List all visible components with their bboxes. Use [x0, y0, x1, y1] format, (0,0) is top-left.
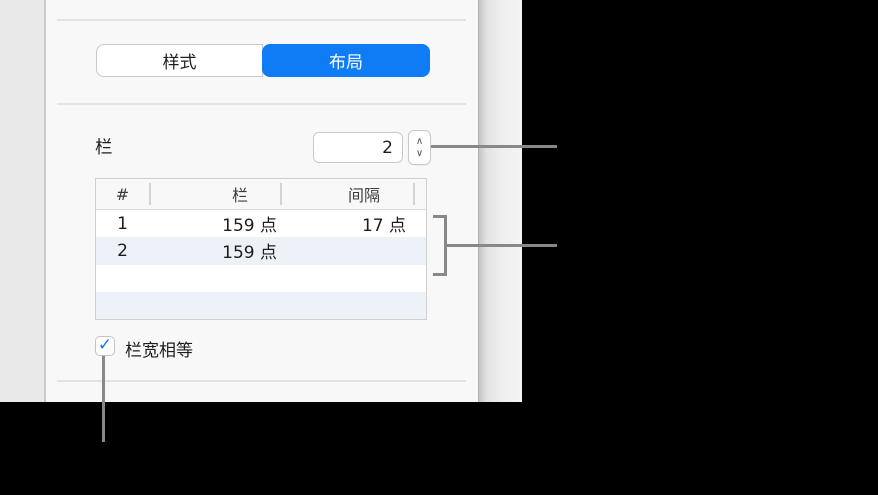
- divider-bottom: [57, 380, 466, 382]
- inspector-tab-bar: 样式 布局: [96, 44, 430, 77]
- columns-table-header: # 栏 间隔: [96, 179, 426, 210]
- equal-column-width-checkbox[interactable]: ✓: [95, 336, 115, 356]
- columns-count-input[interactable]: [313, 132, 403, 163]
- format-inspector-panel: 样式 布局 栏 ∧ ∨ # 栏 间隔 1: [46, 0, 478, 402]
- header-cell-number: #: [115, 184, 130, 204]
- header-separator: [413, 183, 415, 205]
- header-cell-gutter: 间隔: [347, 186, 380, 205]
- callout-line-table-rows: [446, 244, 557, 247]
- equal-column-width-label: 栏宽相等: [125, 341, 193, 361]
- callout-bracket-vertical: [444, 215, 447, 276]
- header-separator: [149, 183, 151, 205]
- cell-column-width[interactable]: 159 点: [222, 243, 277, 264]
- tab-layout[interactable]: 布局: [262, 44, 430, 77]
- divider-below-tabs: [57, 103, 466, 105]
- columns-table-body: 1 159 点 17 点 2 159 点: [96, 210, 426, 319]
- callout-bracket-top-arm: [433, 215, 447, 218]
- chevron-up-icon[interactable]: ∧: [415, 135, 424, 147]
- callout-line-checkbox: [102, 356, 105, 442]
- table-row: [96, 291, 426, 319]
- callout-line-stepper: [431, 145, 557, 148]
- table-row[interactable]: 2 159 点: [96, 237, 426, 265]
- chevron-down-icon[interactable]: ∨: [415, 147, 424, 159]
- check-icon: ✓: [97, 334, 113, 355]
- cell-column-width[interactable]: 159 点: [222, 216, 277, 237]
- cell-gutter[interactable]: 17 点: [361, 216, 406, 237]
- cell-row-number: 2: [117, 240, 128, 261]
- tab-style[interactable]: 样式: [96, 44, 263, 77]
- cell-row-number: 1: [117, 213, 128, 234]
- columns-table: # 栏 间隔 1 159 点 17 点 2 159 点: [95, 178, 427, 320]
- divider-top: [57, 19, 466, 21]
- document-canvas-edge: [0, 0, 46, 402]
- table-row[interactable]: 1 159 点 17 点: [96, 210, 426, 237]
- callout-bracket-bottom-arm: [433, 273, 447, 276]
- panel-edge-shadow: [478, 0, 522, 402]
- header-cell-column-width: 栏: [231, 186, 248, 205]
- header-separator: [280, 183, 282, 205]
- columns-label: 栏: [95, 138, 113, 158]
- tab-style-label: 样式: [162, 53, 197, 73]
- table-row: [96, 265, 426, 292]
- columns-stepper[interactable]: ∧ ∨: [408, 130, 431, 165]
- tab-layout-label: 布局: [329, 53, 363, 73]
